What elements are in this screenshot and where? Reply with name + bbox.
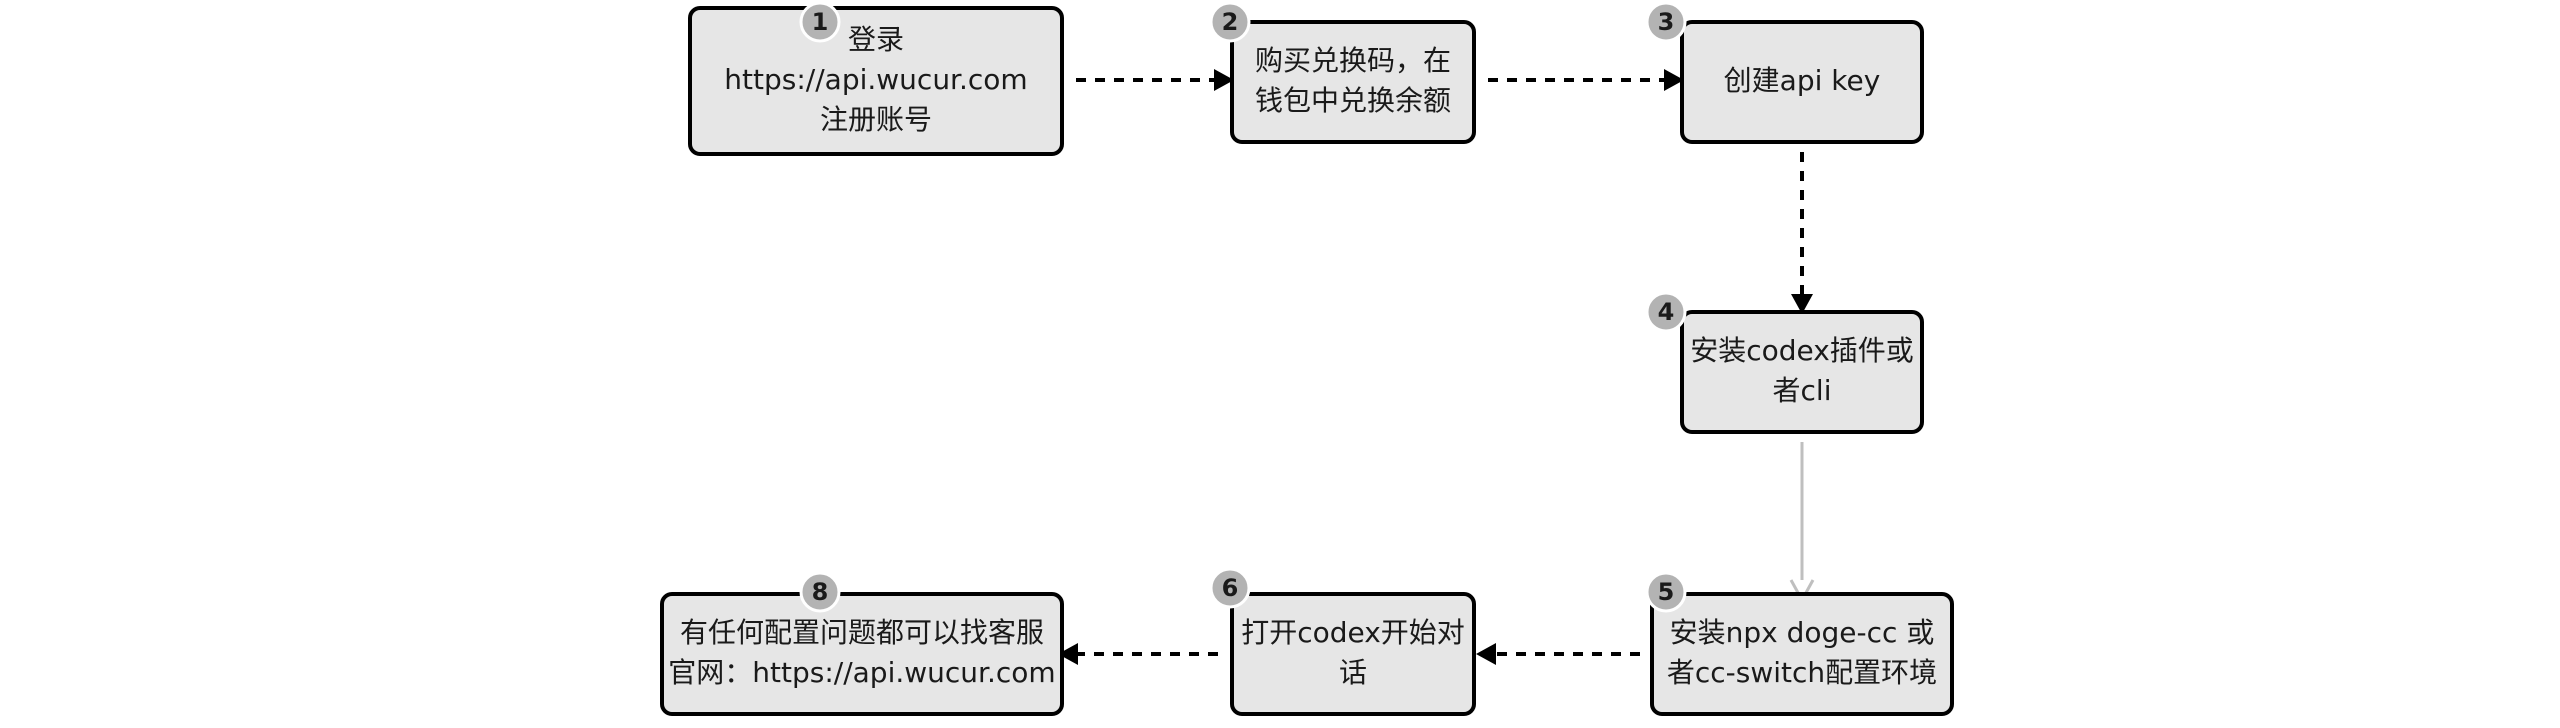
edge-n4-n5 (1789, 442, 1815, 604)
node-box (660, 592, 1064, 716)
step-number-badge: 1 (799, 1, 841, 43)
step-number: 6 (1222, 574, 1239, 602)
step-number-badge: 6 (1209, 567, 1251, 609)
node-label-line: 注册账号 (820, 103, 932, 136)
arrow-head-icon (1476, 643, 1496, 665)
step-number-badge: 3 (1645, 1, 1687, 43)
node-box (1230, 592, 1476, 716)
step-number: 1 (812, 8, 829, 36)
node-box (688, 6, 1064, 156)
node-box (1650, 592, 1954, 716)
node-label-line: 购买兑换码，在 (1255, 44, 1451, 77)
step-number-badge: 5 (1645, 571, 1687, 613)
edge-n5-n6 (1476, 643, 1640, 665)
step-number: 3 (1658, 8, 1675, 36)
step-number-badge: 8 (799, 571, 841, 613)
badge-circle (1209, 567, 1251, 609)
node-n3: 创建api key 3 (1645, 1, 1924, 144)
node-box (1230, 20, 1476, 144)
nodes-layer: 登录 https://api.wucur.com 注册账号 1 购买兑换码，在钱包中兑换… (660, 1, 1954, 716)
step-number: 8 (812, 578, 829, 606)
badge-circle (799, 1, 841, 43)
node-label-line: 创建api key (1724, 64, 1881, 97)
node-label-line: 钱包中兑换余额 (1255, 84, 1451, 117)
edges-layer (1058, 69, 1815, 665)
badge-circle (1645, 571, 1687, 613)
step-number: 5 (1658, 578, 1675, 606)
arrow-head-icon (1058, 643, 1078, 665)
node-label-line: https://api.wucur.com (724, 63, 1027, 96)
node-box (1680, 20, 1924, 144)
node-label-line: 打开codex开始对 (1241, 616, 1465, 649)
step-number: 2 (1222, 8, 1239, 36)
node-label-line: 者cc-switch配置环境 (1667, 656, 1937, 689)
node-label-line: 官网：https://api.wucur.com (668, 656, 1055, 689)
node-n1: 登录 https://api.wucur.com 注册账号 1 (688, 1, 1064, 156)
arrow-head-icon (1791, 294, 1813, 314)
badge-circle (799, 571, 841, 613)
badge-circle (1645, 291, 1687, 333)
node-label-line: 有任何配置问题都可以找客服 (680, 616, 1044, 649)
arrow-head-icon (1664, 69, 1684, 91)
edge-n6-n8 (1058, 643, 1218, 665)
node-label-line: 话 (1339, 656, 1367, 689)
edge-n3-n4 (1791, 152, 1813, 314)
badge-circle (1645, 1, 1687, 43)
step-number-badge: 4 (1645, 291, 1687, 333)
node-box (1680, 310, 1924, 434)
node-label-line: 登录 (848, 23, 904, 56)
step-number: 4 (1658, 298, 1675, 326)
edge-n1-n2 (1076, 69, 1234, 91)
node-label-line: 安装codex插件或 (1690, 334, 1914, 367)
node-label-line: 者cli (1773, 374, 1832, 407)
node-label-line: 安装npx doge-cc 或 (1670, 616, 1935, 649)
step-number-badge: 2 (1209, 1, 1251, 43)
badge-circle (1209, 1, 1251, 43)
arrow-head-icon (1214, 69, 1234, 91)
edge-n2-n3 (1488, 69, 1684, 91)
